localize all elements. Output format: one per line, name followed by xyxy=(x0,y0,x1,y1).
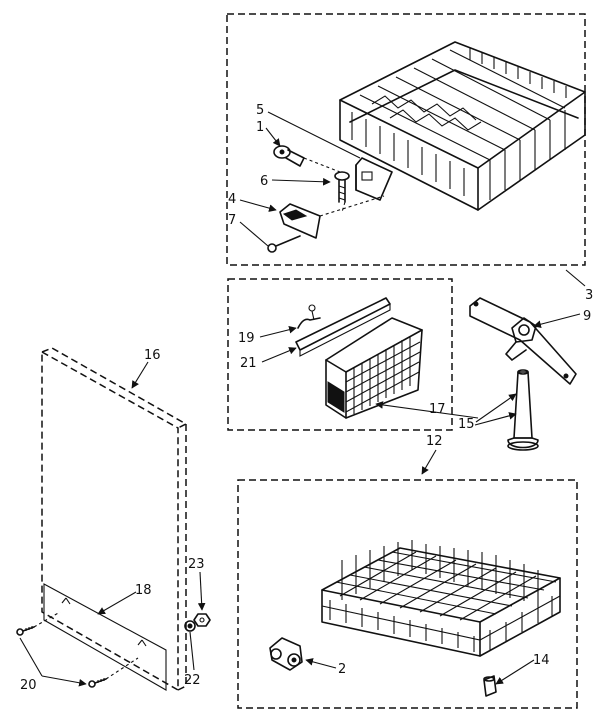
part-2-wheel xyxy=(269,637,303,671)
part-17-basket xyxy=(325,317,423,419)
upper-rack-group xyxy=(226,13,586,266)
part-9-spray-arm xyxy=(469,297,577,385)
lower-rack-basket xyxy=(321,540,561,657)
part-15-feed-tube xyxy=(507,369,539,451)
callout-6: 6 xyxy=(260,174,268,189)
part-23-washer xyxy=(193,613,211,627)
callout-labels: 5 1 6 4 7 3 9 19 21 16 17 15 12 23 18 2 … xyxy=(20,103,593,693)
callout-15: 15 xyxy=(458,417,475,432)
silverware-basket-group xyxy=(227,278,453,431)
part-22-nut xyxy=(184,620,196,632)
part-18-panel-strip xyxy=(43,583,167,691)
callout-2: 2 xyxy=(338,662,346,677)
part-19-wire xyxy=(297,304,321,329)
upper-rack-group-border xyxy=(226,13,586,266)
silverware-basket-group-border xyxy=(227,278,453,431)
part-14-end-cap xyxy=(483,675,497,697)
callout-12: 12 xyxy=(426,434,443,449)
callout-9: 9 xyxy=(583,309,591,324)
callout-18: 18 xyxy=(135,583,152,598)
lower-rack-group xyxy=(237,479,578,709)
part-6-stud xyxy=(334,171,350,203)
callout-20: 20 xyxy=(20,678,37,693)
part-1-roller xyxy=(273,145,305,167)
upper-rack-basket xyxy=(339,41,586,211)
part-16-door-panel xyxy=(41,347,188,692)
part-7-pin xyxy=(267,235,301,253)
callout-14: 14 xyxy=(533,653,550,668)
part-20-screw xyxy=(16,611,139,688)
callout-5: 5 xyxy=(256,103,264,118)
callout-23: 23 xyxy=(188,557,205,572)
callout-1: 1 xyxy=(256,120,264,135)
leader-lines xyxy=(19,111,586,687)
callout-19: 19 xyxy=(238,331,255,346)
callout-4: 4 xyxy=(228,192,236,207)
part-5-rack-adjuster xyxy=(355,157,393,201)
callout-17: 17 xyxy=(429,402,446,417)
lower-rack-group-border xyxy=(237,479,578,709)
callout-16: 16 xyxy=(144,348,161,363)
callout-21: 21 xyxy=(240,356,257,371)
callout-7: 7 xyxy=(228,213,236,228)
part-21-bar xyxy=(295,297,391,357)
part-4-clip xyxy=(279,203,321,239)
callout-3: 3 xyxy=(585,288,593,303)
callout-22: 22 xyxy=(184,673,201,688)
